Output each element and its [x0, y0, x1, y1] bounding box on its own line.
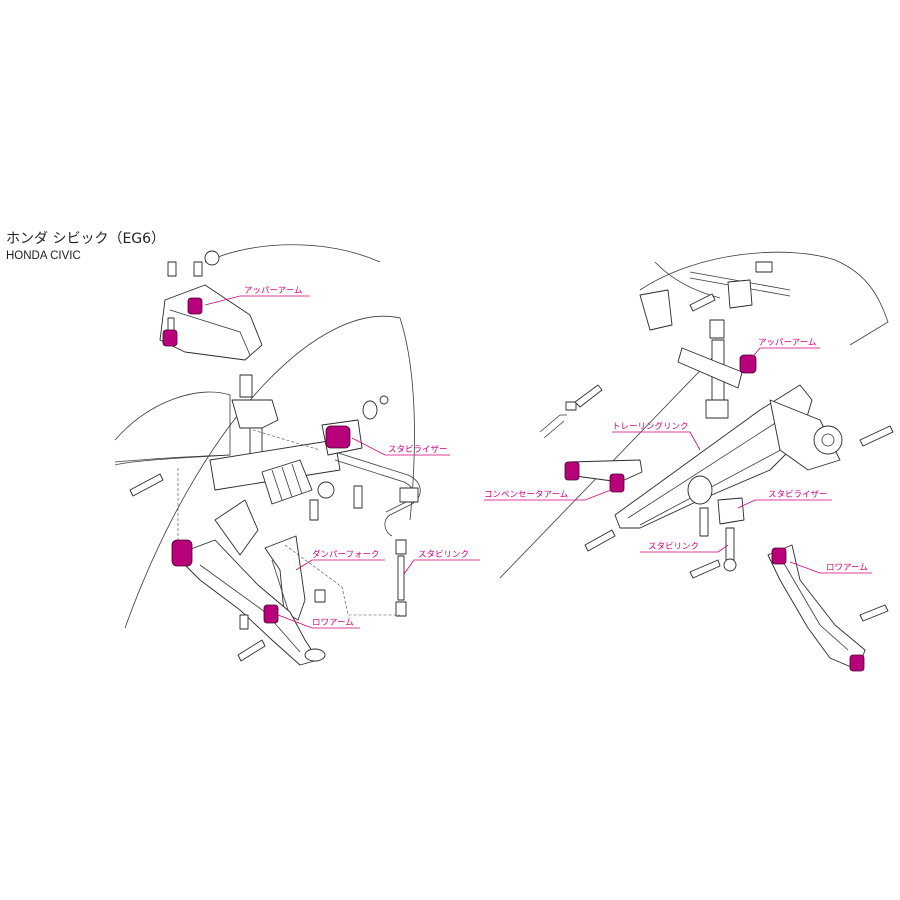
front-stabilizer-bar-2 [334, 459, 414, 513]
front-upper-bolt-2 [193, 261, 203, 277]
front-hub [317, 481, 335, 499]
front-upper-arm-edge [169, 309, 251, 356]
front-stab-bolt [353, 485, 363, 509]
front-damper-mount [239, 374, 253, 398]
rear-trailing-bushing-housing [687, 475, 713, 505]
rear-trailing-link-edge [627, 419, 791, 526]
front-inner-body [114, 391, 231, 466]
rear-stab-bolt [699, 507, 709, 537]
front-stab-link-leader [403, 559, 480, 575]
rear-damper-bottom [705, 399, 729, 419]
front-stabilizer-leader [351, 437, 450, 456]
front-fork-bolt [309, 499, 319, 521]
rear-compensator-arm-label: コンペンセータアーム [484, 490, 568, 500]
front-stab-link-bottom [395, 601, 407, 617]
rear-stabilizer-label: スタビライザー [768, 490, 828, 500]
rear-stab-link-end [723, 558, 737, 572]
front-stab-bracket [399, 487, 419, 503]
front-stab-washer [362, 400, 378, 420]
rear-bracket-top [727, 279, 753, 309]
front-lower-arm-label: ロワアーム [312, 618, 354, 628]
rear-lower-bolt [859, 604, 889, 622]
rear-stab-washer [565, 401, 577, 411]
rear-damper-top [709, 319, 725, 339]
rear-top-bolt [689, 293, 716, 312]
front-damper-fork [264, 535, 306, 621]
front-upper-arm-bushing-1 [162, 329, 178, 347]
front-damper-fork-edge [271, 559, 289, 611]
rear-stabilizer-bar [539, 414, 567, 439]
rear-suspension: アッパーアーム トレーリングリンク コンペンセータアーム スタビライザー スタビ… [484, 251, 894, 672]
front-lower-arm-leader [277, 614, 360, 629]
front-damper-bracket [231, 399, 279, 429]
front-boot-ribs [271, 463, 303, 501]
front-damper-fork-leader [295, 559, 385, 571]
rear-lower-arm-bushing-1 [771, 547, 787, 565]
rear-fender-curve [639, 251, 889, 346]
rear-compensator-bushing-1 [564, 461, 580, 481]
rear-lower-arm-leader [789, 561, 872, 574]
rear-stab-link-leader [640, 544, 729, 553]
rear-long-bolt [574, 384, 603, 408]
rear-upper-arm-leader [749, 347, 820, 361]
front-guide-3 [284, 544, 400, 616]
rear-upper-arm-bushing [739, 354, 757, 374]
front-stabilizer-bar [334, 451, 421, 537]
rear-lower-arm-bushing-2 [849, 654, 865, 672]
rear-stab-bracket [717, 497, 745, 525]
front-fender-curve [124, 315, 415, 629]
front-upper-bolt-1 [167, 261, 177, 277]
rear-compensator-leader [484, 487, 617, 501]
front-stabilizer-bushing [325, 425, 351, 449]
front-suspension: アッパーアーム スタビライザー ダンパーフォーク スタビリンク ロワアーム [114, 244, 480, 666]
rear-trailing-link [614, 384, 813, 529]
front-guide-2 [252, 429, 321, 451]
rear-upper-arm [677, 347, 743, 389]
rear-hub-center [821, 433, 835, 447]
rear-stab-link-label: スタビリンク [648, 542, 699, 552]
front-lower-arm-bushing-2 [263, 604, 279, 624]
rear-hub-bolt [859, 425, 894, 447]
front-fork-nut [314, 589, 326, 603]
front-body-outline [204, 244, 381, 263]
rear-upper-arm-label: アッパーアーム [758, 338, 816, 348]
front-stab-link-rod [397, 555, 405, 601]
front-lower-bolt-1 [239, 614, 249, 630]
front-damper-fork-label: ダンパーフォーク [312, 549, 380, 560]
front-lower-bolt-2 [237, 639, 266, 662]
front-stab-nut [379, 395, 389, 405]
title-japanese: ホンダ シビック（EG6） [6, 231, 166, 247]
front-lower-arm-mount [214, 499, 259, 556]
title-english: HONDA CIVIC [6, 250, 81, 262]
front-upper-arm-bushing-2 [187, 297, 203, 315]
rear-top-nut [755, 261, 773, 273]
front-ball-joint-bottom [304, 648, 326, 662]
front-upper-arm-label: アッパーアーム [244, 286, 302, 296]
rear-lower-arm-edge [781, 559, 849, 651]
front-stab-link-label: スタビリンク [418, 550, 469, 560]
rear-hub [813, 425, 843, 455]
front-bolt-left [129, 473, 164, 497]
rear-trailing-link-leader [612, 431, 701, 451]
front-crossmember [209, 439, 341, 491]
rear-trailing-link-label: トレーリングリンク [612, 421, 689, 432]
front-upper-arm-leader [204, 295, 310, 306]
front-lower-arm-bushing-1 [171, 539, 193, 567]
front-stab-link-top [395, 539, 407, 555]
rear-lower-arm-label: ロワアーム [826, 563, 868, 573]
front-body-lower [114, 454, 231, 463]
rear-stabilizer-leader [737, 499, 832, 509]
rear-compensator-bushing-2 [609, 473, 625, 493]
rear-compensator-arm [569, 459, 643, 483]
front-ball-joint-top [204, 250, 220, 266]
rear-upper-mount [639, 289, 673, 331]
front-stabilizer-label: スタビライザー [388, 445, 448, 455]
rear-stab-bolt-lower [689, 559, 721, 579]
rear-compensator-bolt [584, 529, 616, 552]
